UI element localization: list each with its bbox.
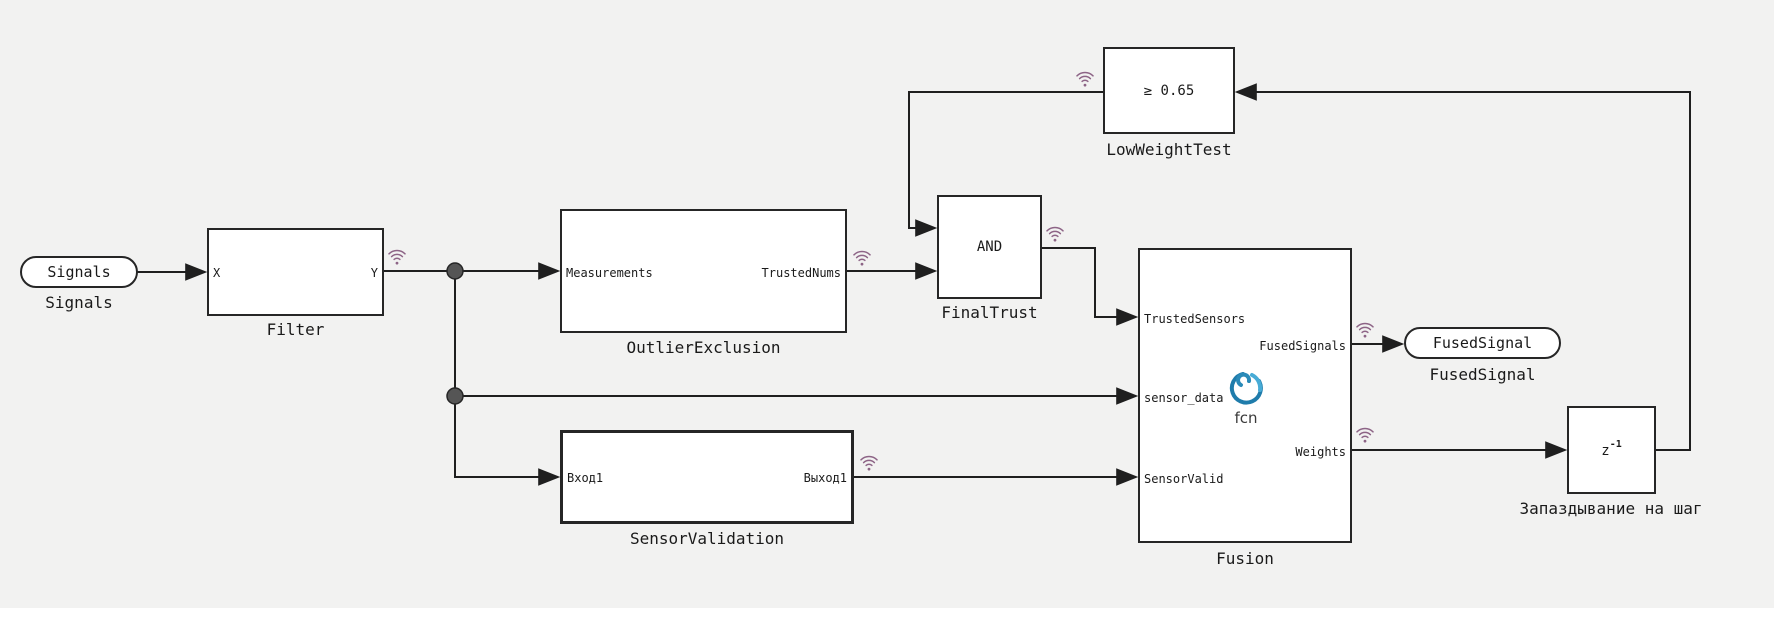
- logging-badge-icon[interactable]: [1046, 226, 1064, 243]
- outport-fusedsignal-label: FusedSignal: [1429, 365, 1536, 384]
- outport-fusedsignal-text: FusedSignal: [1432, 334, 1533, 352]
- logging-badge-icon[interactable]: [1076, 71, 1094, 88]
- inport-signals-block[interactable]: Signals: [20, 256, 138, 288]
- fusion-trusted-sensors-port-label: TrustedSensors: [1144, 312, 1246, 326]
- fusion-block[interactable]: TrustedSensors sensor_data SensorValid F…: [1138, 248, 1352, 543]
- wire-finaltrust-to-fusion[interactable]: [1042, 247, 1139, 326]
- filter-input-port-label: X: [213, 266, 221, 280]
- fusion-weights-port-label: Weights: [1295, 445, 1346, 459]
- fusion-sensor-data-port-label: sensor_data: [1144, 391, 1224, 405]
- sensor-validation-label: SensorValidation: [629, 529, 785, 548]
- outlier-exclusion-label: OutlierExclusion: [626, 338, 781, 357]
- canvas-bottom-strip: [0, 608, 1774, 620]
- logging-badge-icon[interactable]: [853, 250, 871, 267]
- outlier-input-port-label: Measurements: [566, 266, 653, 280]
- fusion-label: Fusion: [1216, 549, 1274, 568]
- outport-fusedsignal-block[interactable]: FusedSignal: [1404, 327, 1561, 359]
- logging-badge-icon[interactable]: [1356, 322, 1374, 339]
- low-weight-test-threshold: ≥ 0.65: [1143, 82, 1195, 99]
- unit-delay-base: z: [1601, 442, 1610, 459]
- unit-delay-expression: z-1: [1569, 439, 1654, 459]
- final-trust-operator: AND: [976, 239, 1003, 255]
- filter-label: Filter: [266, 320, 325, 339]
- branch-dot[interactable]: [446, 387, 464, 405]
- logging-badge-icon[interactable]: [388, 249, 406, 266]
- wire-unitdelay-to-lowweighttest[interactable]: [1234, 83, 1691, 451]
- unit-delay-block[interactable]: z-1: [1567, 406, 1656, 494]
- fcn-swirl-icon: [1229, 372, 1263, 405]
- inport-signals-text: Signals: [47, 263, 111, 281]
- inport-signals-label: Signals: [45, 293, 113, 312]
- filter-output-port-label: Y: [370, 266, 378, 280]
- fusion-sensor-valid-port-label: SensorValid: [1144, 472, 1224, 486]
- filter-block[interactable]: X Y: [207, 228, 384, 316]
- unit-delay-label: Запаздывание на шаг: [1519, 499, 1703, 518]
- matlab-function-icon-group: fcn: [1206, 368, 1286, 427]
- outlier-exclusion-block[interactable]: Measurements TrustedNums: [560, 209, 847, 333]
- wire-branch-to-sensorvalidation[interactable]: [454, 396, 561, 486]
- sensor-validation-output-port-label: Выход1: [803, 471, 847, 485]
- fusion-fused-signals-port-label: FusedSignals: [1259, 339, 1346, 353]
- wire-lowweighttest-to-finaltrust[interactable]: [908, 91, 1103, 237]
- unit-delay-exponent: -1: [1609, 439, 1622, 451]
- low-weight-test-block[interactable]: ≥ 0.65: [1103, 47, 1235, 134]
- logging-badge-icon[interactable]: [1356, 427, 1374, 444]
- logging-badge-icon[interactable]: [860, 455, 878, 472]
- sensor-validation-input-port-label: Вход1: [567, 471, 604, 485]
- fcn-icon-text: fcn: [1234, 409, 1258, 427]
- outlier-output-port-label: TrustedNums: [761, 266, 841, 280]
- branch-dot[interactable]: [446, 262, 464, 280]
- sensor-validation-block[interactable]: Вход1 Выход1: [560, 430, 854, 524]
- final-trust-block[interactable]: AND: [937, 195, 1042, 299]
- low-weight-test-label: LowWeightTest: [1106, 140, 1232, 159]
- final-trust-label: FinalTrust: [941, 303, 1038, 322]
